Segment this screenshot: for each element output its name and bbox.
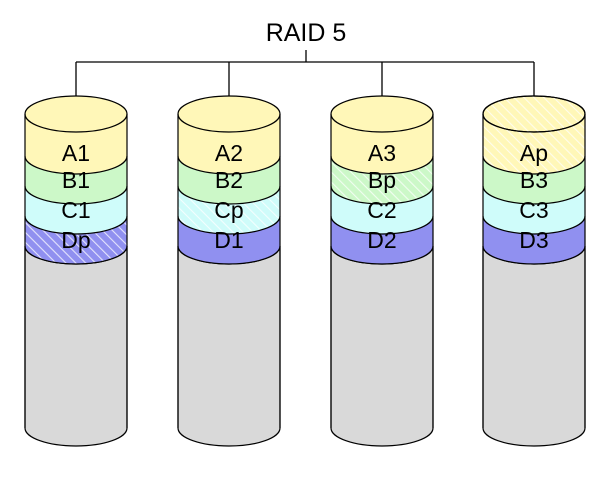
controller-connectors [75,50,535,114]
parity-hatch [331,156,433,204]
block-fill [483,216,585,264]
block-divider [177,155,281,175]
block-divider [24,245,128,265]
block-fill [25,186,127,234]
parity-hatch [482,95,586,133]
block-divider [24,215,128,235]
block-fill [331,114,433,174]
disk-top-cap [177,95,281,133]
block-divider [177,215,281,235]
block-c3 [482,186,586,235]
block-label: Bp [368,167,396,193]
block-fill [25,156,127,204]
block-label: B1 [62,167,90,193]
block-divider [24,185,128,205]
block-divider [330,215,434,235]
block-label: D2 [367,227,396,253]
block-divider [330,155,434,175]
block-label: C3 [519,197,548,223]
block-label: C2 [367,197,396,223]
disk-top-cap [24,95,128,133]
block-ap [482,114,586,175]
block-divider [24,155,128,175]
parity-hatch [483,114,585,174]
block-d2 [330,216,434,265]
block-cp [177,186,281,235]
block-divider [482,245,586,265]
block-label: Dp [61,227,90,253]
block-label: Ap [520,140,548,166]
block-b2 [177,156,281,205]
block-fill [483,186,585,234]
block-label: A2 [215,140,243,166]
block-dp [24,216,128,265]
block-divider [482,185,586,205]
block-a2 [177,114,281,175]
block-d1 [177,216,281,265]
block-fill [331,216,433,264]
block-a3 [330,114,434,175]
block-divider [482,155,586,175]
block-fill [178,114,280,174]
block-b1 [24,156,128,205]
block-label: D1 [214,227,243,253]
disk-empty-space [330,245,434,447]
block-c2 [330,186,434,235]
block-fill [25,114,127,174]
diagram-title: RAID 5 [266,19,347,47]
block-a1 [24,114,128,175]
disk-empty-space [482,245,586,447]
block-divider [482,215,586,235]
block-divider [177,185,281,205]
block-bp [330,156,434,205]
block-label: A1 [62,140,90,166]
block-label: D3 [519,227,548,253]
disk-empty-space [24,245,128,447]
parity-hatch [178,186,280,234]
block-divider [330,185,434,205]
disk-empty-space [177,245,281,447]
block-b3 [482,156,586,205]
block-fill [178,156,280,204]
block-label: A3 [368,140,396,166]
block-label: B3 [520,167,548,193]
block-divider [330,245,434,265]
block-fill [331,186,433,234]
block-fill [178,216,280,264]
block-c1 [24,186,128,235]
block-d3 [482,216,586,265]
disk-top-cap [330,95,434,133]
block-label: B2 [215,167,243,193]
block-divider [177,245,281,265]
block-label: Cp [214,197,243,223]
block-label: C1 [61,197,90,223]
block-fill [483,156,585,204]
parity-hatch [25,216,127,264]
